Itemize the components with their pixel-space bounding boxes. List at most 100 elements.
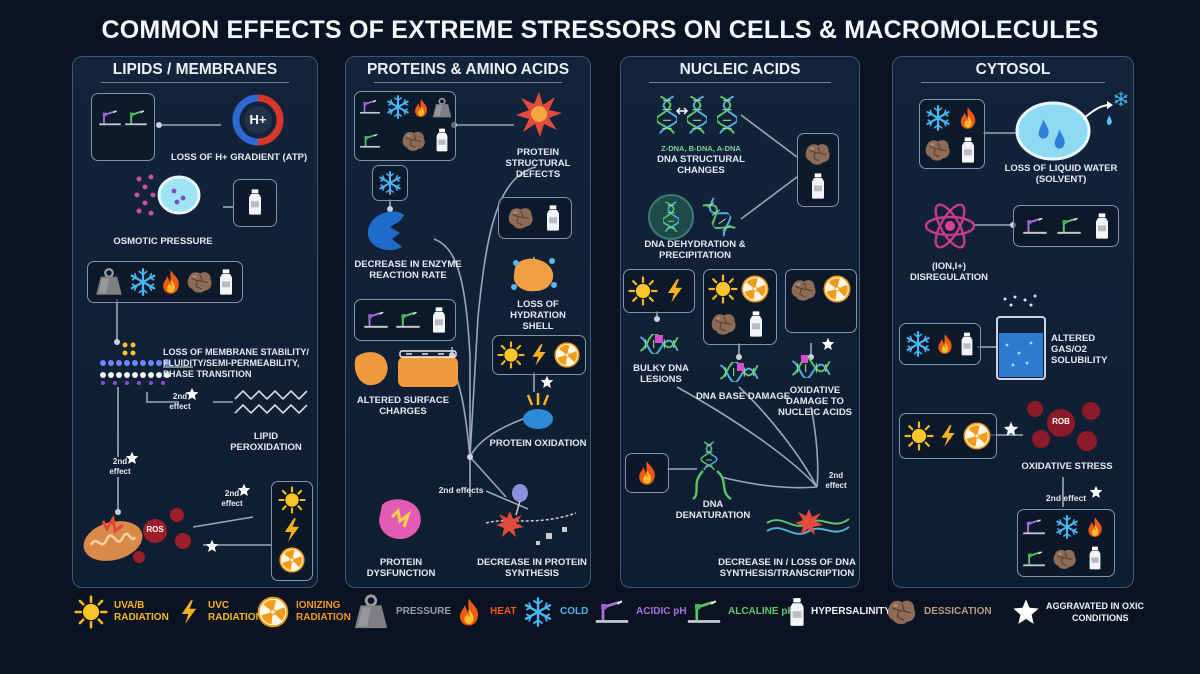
protein-dysfunction-icon bbox=[376, 495, 426, 543]
legend-cold: COLD bbox=[522, 592, 588, 632]
oxic-star-icon bbox=[1012, 598, 1040, 626]
acidic-ph-icon bbox=[363, 310, 389, 330]
uvc-radiation-icon bbox=[662, 276, 688, 306]
heat-icon bbox=[411, 96, 431, 120]
osmotic-pressure-label: OSMOTIC PRESSURE bbox=[113, 236, 213, 247]
panel-heading-proteins: PROTEINS & AMINO ACIDS bbox=[366, 61, 570, 78]
dna-dehydration-icon bbox=[645, 193, 745, 241]
uv-radiation-icon bbox=[74, 595, 108, 629]
heading-divider bbox=[101, 82, 289, 83]
uvc-radiation-icon bbox=[176, 595, 202, 629]
heading-divider bbox=[649, 82, 831, 83]
protein-defect-icon bbox=[514, 89, 564, 139]
oxic-star-icon bbox=[125, 451, 139, 465]
connector-lines bbox=[387, 122, 537, 510]
legend-hypersalinity: HYPERSALINITY bbox=[786, 592, 891, 632]
cold-icon bbox=[904, 330, 932, 358]
zigzag-lipid-icon bbox=[233, 389, 309, 419]
cold-icon bbox=[1054, 514, 1080, 540]
panel-nucleic-acids: NUCLEIC ACIDS Z-DNA, B-DNA, A-DNA DNA ST… bbox=[620, 56, 860, 588]
stressor-box-temp-salt bbox=[899, 323, 981, 365]
stressor-box-radiation bbox=[271, 481, 313, 581]
panel-lipids: LIPIDS / MEMBRANES H+ LOSS OF H+ GRADIEN… bbox=[72, 56, 318, 588]
stressor-box-rad-dry bbox=[785, 269, 857, 333]
stressor-box-chemical bbox=[1017, 509, 1115, 577]
bulky-lesion-dna-icon bbox=[635, 329, 683, 359]
hypersalinity-icon bbox=[216, 268, 236, 296]
oxic-star-icon bbox=[237, 483, 251, 497]
legend-alcaline: ALCALINE pH bbox=[686, 592, 795, 632]
legend-dessication: DESSICATION bbox=[886, 592, 992, 632]
hypersalinity-icon bbox=[746, 310, 766, 338]
stressor-box-multi bbox=[919, 99, 985, 169]
stressor-box-dry bbox=[797, 133, 839, 207]
base-damage-dna-icon bbox=[715, 357, 763, 387]
acidic-ph-icon bbox=[594, 598, 630, 626]
alcaline-ph-icon bbox=[359, 132, 381, 150]
dessication-icon bbox=[401, 128, 427, 154]
cold-icon bbox=[924, 104, 952, 132]
protein-synthesis-label: DECREASE IN PROTEIN SYNTHESIS bbox=[477, 557, 587, 579]
legend-ionizing: IONIZING RADIATION bbox=[256, 592, 351, 632]
surface-charge-icon bbox=[352, 347, 462, 391]
cold-icon bbox=[522, 596, 554, 628]
ribosome-synthesis-icon bbox=[476, 483, 586, 553]
secondary-effect-label-b: 2nd effect bbox=[109, 457, 131, 476]
ros-label: ROS bbox=[146, 525, 164, 534]
dessication-icon bbox=[186, 268, 214, 296]
beaker-icon bbox=[993, 293, 1049, 383]
dna-synthesis-loss-label: DECREASE IN / LOSS OF DNA SYNTHESIS/TRAN… bbox=[718, 557, 856, 579]
stressor-box-physical bbox=[87, 261, 243, 303]
heat-icon bbox=[158, 267, 184, 297]
legend-acidic: ACIDIC pH bbox=[594, 592, 687, 632]
panel-heading-cytosol: CYTOSOL bbox=[975, 61, 1051, 78]
ros-cluster-icon: ROB bbox=[1021, 395, 1107, 455]
stressor-box-radiation bbox=[899, 413, 997, 459]
acidic-ph-icon bbox=[359, 98, 381, 116]
cold-icon bbox=[377, 170, 403, 196]
legend-uv: UVA/B RADIATION bbox=[74, 592, 169, 632]
secondary-effect-label: 2nd effect bbox=[1045, 493, 1087, 503]
dna-denaturation-label: DNA DENATURATION bbox=[675, 499, 751, 521]
panel-cytosol: CYTOSOL LOSS OF LIQUID WATER (SOLVENT bbox=[892, 56, 1134, 588]
ionizing-radiation-icon bbox=[962, 421, 992, 451]
dna-base-damage-label: DNA BASE DAMAGE bbox=[695, 391, 791, 402]
uv-radiation-icon bbox=[904, 421, 934, 451]
stressor-box-uv bbox=[623, 269, 695, 313]
hypersalinity-icon bbox=[808, 172, 828, 200]
mitochondria-icon: ROS bbox=[79, 501, 209, 567]
bulky-dna-lesions-label: BULKY DNA LESIONS bbox=[633, 363, 689, 385]
ionizing-radiation-icon bbox=[256, 595, 290, 629]
uv-radiation-icon bbox=[278, 486, 306, 514]
uvc-radiation-icon bbox=[279, 516, 305, 544]
uvc-radiation-icon bbox=[527, 341, 551, 369]
alcaline-ph-icon bbox=[395, 310, 421, 330]
water-droplet-cell-icon bbox=[1013, 91, 1129, 163]
oxic-star-icon bbox=[540, 375, 554, 389]
dna-structural-changes-label: DNA STRUCTURAL CHANGES bbox=[657, 154, 745, 176]
rob-label: ROB bbox=[1052, 417, 1070, 426]
heading-divider bbox=[921, 82, 1105, 83]
stressor-box-radiation bbox=[492, 335, 586, 375]
oxic-star-icon bbox=[185, 387, 199, 401]
stressor-box-ph-salt bbox=[354, 299, 456, 341]
protein-oxidation-icon bbox=[520, 391, 556, 431]
stressor-box-salinity bbox=[233, 179, 277, 227]
hypersalinity-icon bbox=[433, 126, 451, 154]
alcaline-ph-icon bbox=[1022, 550, 1046, 568]
legend: UVA/B RADIATION UVC RADIATION IONIZING R… bbox=[0, 592, 1200, 662]
acidic-ph-icon bbox=[1022, 518, 1046, 536]
pressure-icon bbox=[352, 593, 390, 631]
hypersalinity-icon bbox=[786, 596, 808, 628]
dessication-icon bbox=[886, 596, 918, 628]
membrane-stability-label: LOSS OF MEMBRANE STABILITY/ FLUIDITY/SEM… bbox=[163, 347, 309, 379]
oxidative-dna-icon bbox=[787, 353, 835, 383]
ionizing-radiation-icon bbox=[553, 341, 581, 369]
h-plus-label: H+ bbox=[249, 112, 267, 127]
oxic-star-icon bbox=[205, 539, 219, 553]
ionizing-radiation-icon bbox=[278, 546, 306, 574]
dna-synthesis-icon bbox=[763, 493, 853, 549]
secondary-effects-label: 2nd effects bbox=[438, 485, 484, 495]
stressor-box-ph-salt bbox=[1013, 205, 1119, 247]
panel-heading-nucleic: NUCLEIC ACIDS bbox=[679, 61, 801, 78]
